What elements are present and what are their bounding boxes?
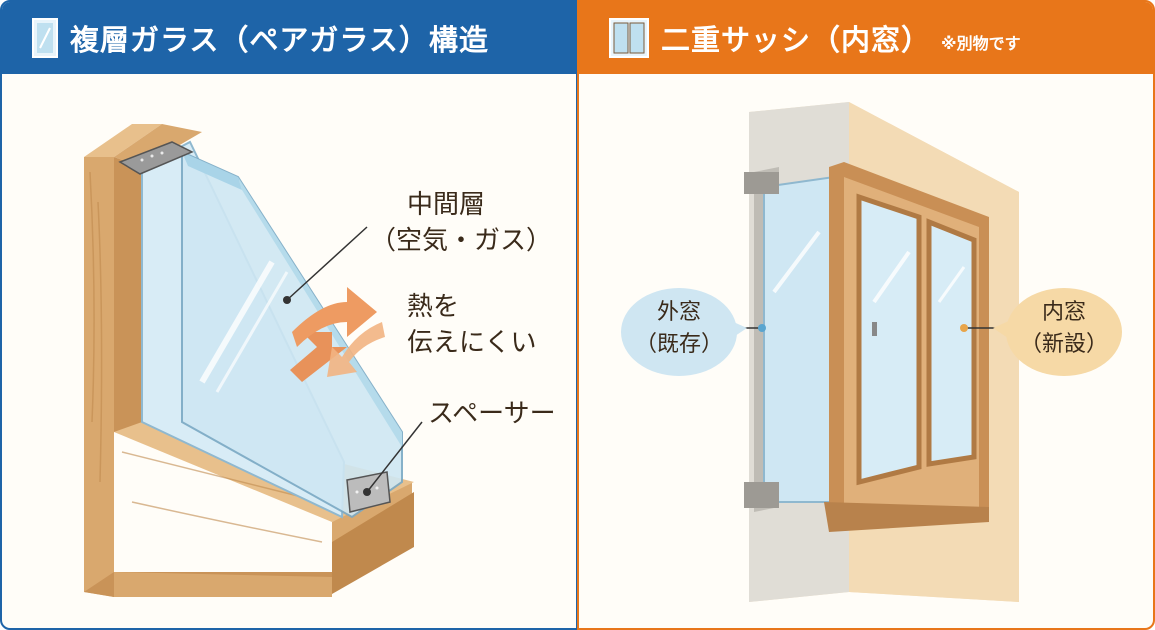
heat-arrow-icon: [290, 287, 385, 382]
double-sash-note: ※別物です: [941, 34, 1021, 53]
inner-window-bubble: [1006, 288, 1122, 376]
double-sash-icon: [609, 18, 649, 58]
double-sash-panel: 二重サッシ（内窓） ※別物です: [577, 0, 1155, 630]
middle-layer-label: 中間層: [407, 190, 486, 220]
heat-label-line1: 熱を: [407, 292, 460, 322]
spacer-leader: [366, 421, 423, 493]
glass-pane-icon: [32, 18, 58, 58]
spacer-label: スペーサー: [428, 399, 556, 429]
outer-window-label-line1: 外窓: [656, 300, 701, 325]
double-sash-illustration: [621, 102, 1122, 602]
double-glazing-panel: 複層ガラス（ペアガラス）構造: [0, 0, 578, 630]
inner-window-label-line1: 内窓: [1041, 300, 1086, 325]
inner-window-label-line2: （新設）: [1019, 332, 1108, 357]
double-sash-title: 二重サッシ（内窓）: [661, 23, 932, 57]
middle-layer-leader: [286, 226, 368, 301]
double-glazing-title: 複層ガラス（ペアガラス）構造: [70, 23, 489, 57]
outer-window-label-line2: （既存）: [634, 332, 723, 357]
double-glazing-illustration: [84, 124, 423, 597]
outer-window-bubble: [621, 288, 737, 376]
heat-label-line2: 伝えにくい: [407, 328, 537, 358]
middle-layer-detail-label: （空気・ガス）: [370, 226, 553, 256]
double-glazing-header: 複層ガラス（ペアガラス）構造: [2, 2, 576, 74]
double-sash-header: 二重サッシ（内窓） ※別物です: [579, 2, 1153, 74]
